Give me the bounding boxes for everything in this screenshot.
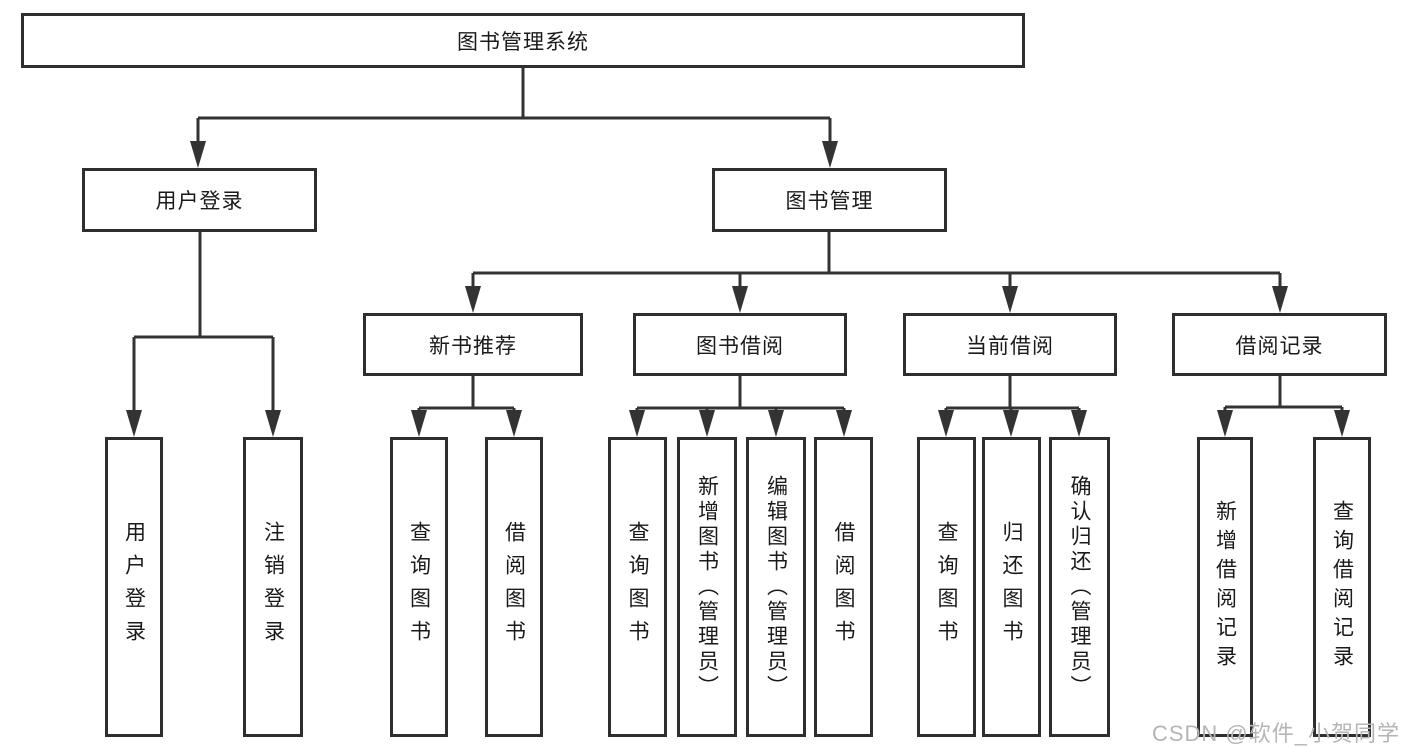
node-root: 图书管理系统 [21,13,1025,68]
node-user-login: 用户登录 [82,168,317,232]
leaf-cb-query-book-label: 查询图书 [935,521,958,653]
connector-book-borrow-to-leaves [629,374,852,437]
leaf-br-query-record-label: 查询借阅记录 [1330,500,1354,674]
connector-root-to-level2 [190,66,838,168]
connector-book-mgmt-to-level3 [465,230,1288,313]
leaf-bb-add-book-admin-label: 新增图书（管理员） [695,474,719,700]
connector-new-book-to-leaves [411,374,522,437]
leaf-bb-borrow-book-label: 借阅图书 [832,521,855,653]
leaf-logout: 注销登录 [243,437,303,737]
leaf-bb-query-book: 查询图书 [608,437,667,737]
connector-current-borrow-to-leaves [938,374,1087,437]
leaf-bb-add-book-admin: 新增图书（管理员） [677,437,737,737]
leaf-nb-query-book-label: 查询图书 [407,521,431,653]
leaf-br-query-record: 查询借阅记录 [1313,437,1371,737]
watermark: CSDN @软件_小贺同学 [1151,721,1400,746]
node-current-borrow: 当前借阅 [903,313,1117,376]
leaf-bb-query-book-label: 查询图书 [626,521,649,653]
node-new-book-recommend-label: 新书推荐 [429,334,517,358]
leaf-bb-edit-book-admin: 编辑图书（管理员） [746,437,806,737]
node-book-management-label: 图书管理 [785,190,874,213]
leaf-nb-borrow-book: 借阅图书 [485,437,543,737]
leaf-cb-confirm-return-admin: 确认归还（管理员） [1049,437,1110,737]
leaf-br-add-record-label: 新增借阅记录 [1213,500,1237,674]
leaf-logout-label: 注销登录 [261,521,285,653]
node-current-borrow-label: 当前借阅 [966,334,1054,358]
node-borrow-record-label: 借阅记录 [1235,334,1324,358]
leaf-user-login: 用户登录 [105,437,163,737]
leaf-nb-query-book: 查询图书 [390,437,448,737]
leaf-user-login-label: 用户登录 [122,521,146,653]
leaf-cb-query-book: 查询图书 [917,437,976,737]
leaf-cb-return-book-label: 归还图书 [1000,521,1023,653]
node-book-borrow: 图书借阅 [633,313,847,376]
connector-user-login-to-leaves [126,230,281,437]
node-book-management: 图书管理 [712,168,947,232]
leaf-bb-edit-book-admin-label: 编辑图书（管理员） [764,474,788,700]
leaf-nb-borrow-book-label: 借阅图书 [502,521,526,653]
node-borrow-record: 借阅记录 [1172,313,1387,376]
node-book-borrow-label: 图书借阅 [696,334,784,358]
leaf-bb-borrow-book: 借阅图书 [814,437,873,737]
node-user-login-label: 用户登录 [155,190,244,213]
node-new-book-recommend: 新书推荐 [363,313,583,376]
node-root-label: 图书管理系统 [457,30,589,54]
leaf-cb-confirm-return-admin-label: 确认归还（管理员） [1068,474,1091,700]
connector-borrow-record-to-leaves [1217,373,1350,437]
leaf-br-add-record: 新增借阅记录 [1197,437,1253,737]
leaf-cb-return-book: 归还图书 [982,437,1041,737]
